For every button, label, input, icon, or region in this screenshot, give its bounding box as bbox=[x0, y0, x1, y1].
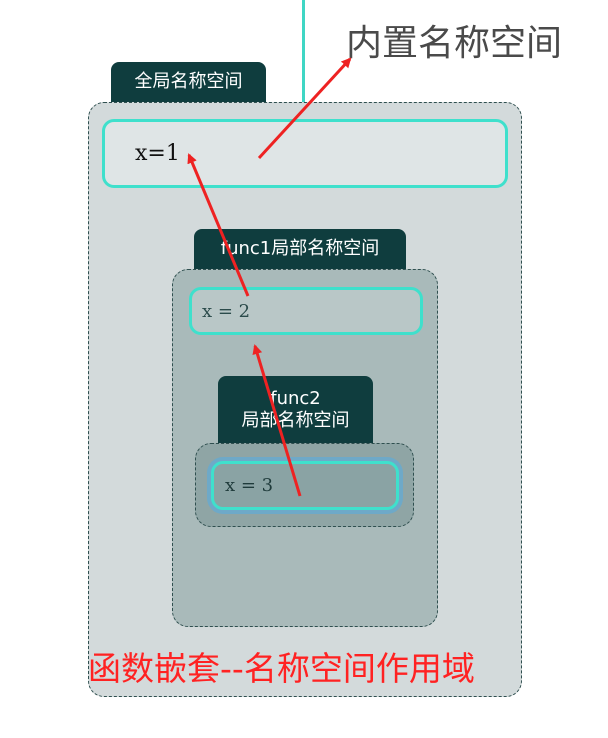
arrow-func1-to-global bbox=[187, 153, 250, 297]
func2-value-text: x = 3 bbox=[225, 475, 274, 496]
arrow-global-to-builtin bbox=[257, 57, 352, 160]
builtin-namespace-title: 内置名称空间 bbox=[346, 23, 563, 64]
global-value-box: x=1 bbox=[102, 119, 508, 188]
func2-tab-line2: 局部名称空间 bbox=[241, 410, 350, 431]
func1-namespace-tab: func1局部名称空间 bbox=[194, 229, 406, 270]
func2-tab-line1: func2 bbox=[270, 387, 321, 409]
global-namespace-tab: 全局名称空间 bbox=[111, 62, 266, 102]
func2-value-box: x = 3 bbox=[211, 461, 399, 510]
caption-text: 函数嵌套--名称空间作用域 bbox=[88, 649, 475, 688]
func1-value-box: x = 2 bbox=[189, 287, 423, 335]
arrow-func2-to-func1 bbox=[252, 344, 302, 497]
connector-line-top bbox=[302, 0, 305, 119]
func1-value-text: x = 2 bbox=[202, 300, 251, 322]
func2-namespace-tab: func2 局部名称空间 bbox=[218, 376, 373, 444]
global-value-text: x=1 bbox=[135, 141, 180, 166]
